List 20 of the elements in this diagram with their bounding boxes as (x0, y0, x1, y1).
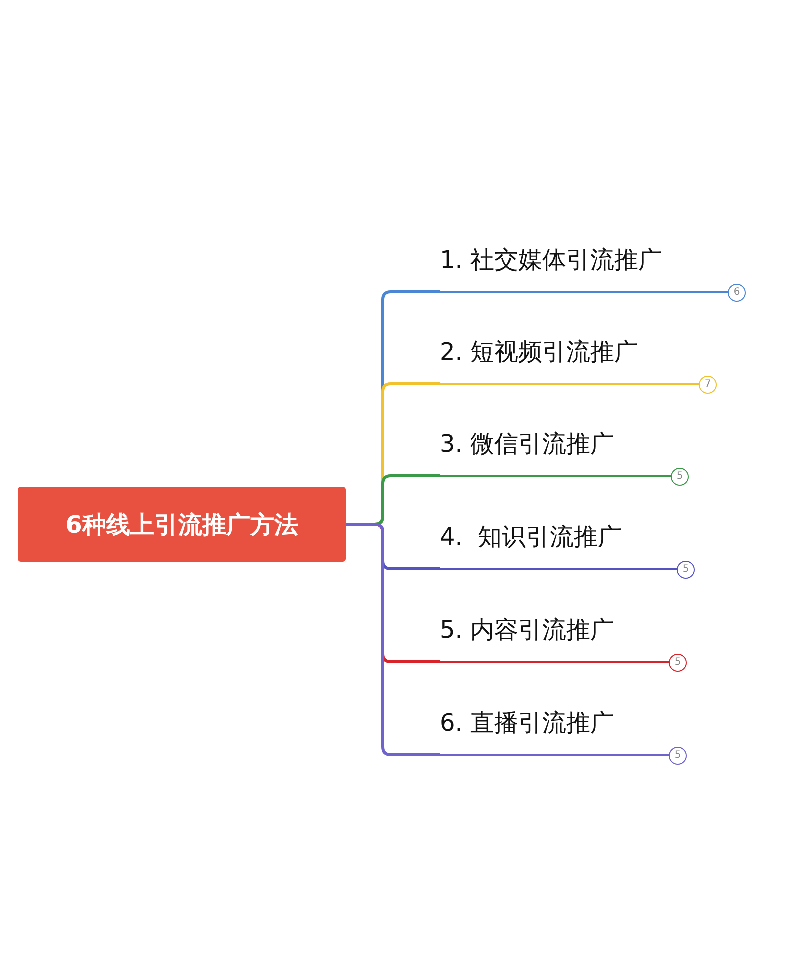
branch-topic-text: 2. 短视频引流推广 (440, 337, 639, 367)
count-badge: 6 (728, 284, 746, 302)
root-topic-box: 6种线上引流推广方法 (18, 487, 346, 562)
branch-topic-text: 5. 内容引流推广 (440, 615, 615, 645)
branch-connector (346, 523, 440, 756)
branch-topic-text: 6. 直播引流推广 (440, 708, 615, 738)
branch-topic (440, 429, 671, 477)
branch-topic (440, 522, 677, 570)
count-badge: 5 (677, 560, 695, 578)
branch-topic-text: 3. 微信引流推广 (440, 429, 615, 459)
branch-topic-text: 1. 社交媒体引流推广 (440, 245, 663, 275)
count-badge: 5 (669, 746, 687, 764)
count-badge: 5 (669, 654, 687, 672)
count-badge: 5 (671, 468, 689, 486)
branch-topic (440, 337, 699, 385)
branch-topic (440, 245, 728, 293)
count-badge: 7 (699, 376, 717, 394)
branch-topic (440, 708, 669, 756)
branch-topic-text: 4. 知识引流推广 (440, 522, 622, 552)
branch-topic (440, 615, 669, 663)
